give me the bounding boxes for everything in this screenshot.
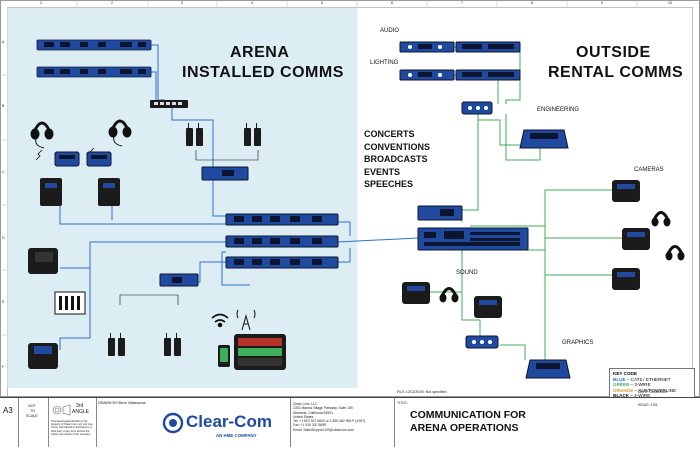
col-label: 2 — [111, 1, 113, 5]
ethernet-lines — [59, 44, 419, 350]
event-item: EVENTS — [364, 166, 401, 177]
graphics-splitter — [465, 335, 499, 349]
key-item-black: BLACK – 4-WIRE — [613, 393, 651, 399]
graphics-label: GRAPHICS — [562, 340, 594, 346]
title-block: A3 NOT TO SCALE 3rd ANGLE This drawing/s… — [0, 390, 700, 447]
col-label: 7 — [461, 1, 463, 5]
col-label: 9 — [601, 1, 603, 5]
lighting-label: LIGHTING — [370, 60, 399, 66]
outside-main-frame — [417, 227, 529, 251]
angle-cell: 3rd ANGLE This drawing/specification is … — [48, 398, 97, 447]
scale-cell: NOT TO SCALE — [18, 398, 49, 447]
outside-title-line2: RENTAL COMMS — [548, 64, 684, 81]
title-cell: FILE LOCATION: Not specified TITLE: COMM… — [397, 390, 668, 434]
outside-title-line1: OUTSIDE — [576, 44, 651, 61]
camera-beltpack-1 — [612, 180, 640, 202]
key-item-orange: ORANGE – XLR/POWERLINE — [613, 387, 677, 393]
event-item: SPEECHES — [364, 179, 414, 189]
arena-title-line2: INSTALLED COMMS — [182, 64, 344, 81]
camera-beltpack-2 — [622, 228, 650, 250]
rack-frame-2 — [36, 66, 152, 78]
charger-2 — [86, 151, 112, 167]
row-label: C — [2, 170, 5, 174]
brand-name: Clear-Com — [186, 412, 272, 431]
col-label: 1 — [40, 1, 42, 5]
rack-frame-1 — [36, 39, 152, 51]
key-item-green: GREEN – 2-WIRE — [613, 382, 651, 388]
address-cell: Clear-Com, LLC 1301 Marina Village Parkw… — [290, 398, 395, 447]
key-code-box: KEY CODE BLUE – CAT5 / ETHERNET GREEN – … — [609, 368, 695, 400]
smartphone — [218, 345, 230, 367]
brand-cell: DRAWN BY: Steve Walasavae Clear-Com AN H… — [96, 398, 291, 447]
radios-bottom — [108, 333, 181, 356]
splitter-box — [461, 101, 493, 115]
headset-2 — [108, 119, 132, 147]
antenna-symbol — [236, 309, 256, 331]
headset-1 — [30, 121, 54, 149]
desk-station — [28, 343, 58, 369]
drawing-title-line2: ARENA OPERATIONS — [410, 422, 519, 434]
event-item: BROADCASTS — [364, 154, 428, 164]
col-label: 8 — [531, 1, 533, 5]
audio-rack-right — [455, 41, 521, 53]
key-panel — [54, 291, 86, 315]
sound-beltpack-2 — [474, 296, 502, 318]
row-label: F — [2, 365, 5, 369]
desk-phone — [28, 248, 58, 274]
col-label: 5 — [321, 1, 323, 5]
sound-label: SOUND — [456, 270, 478, 276]
main-frame-1 — [225, 213, 339, 226]
engineering-station — [519, 129, 569, 149]
key-item-blue: BLUE – CAT5 / ETHERNET — [613, 376, 671, 382]
cameras-label: CAMERAS — [634, 167, 664, 173]
row-label: D — [2, 236, 5, 240]
transceiver-top — [201, 166, 249, 181]
camera-beltpack-3 — [612, 268, 640, 290]
outside-transceiver — [417, 205, 463, 221]
sound-headset — [439, 287, 459, 303]
brand-tagline: AN HME COMPANY — [216, 433, 257, 438]
engineering-label: ENGINEERING — [537, 107, 580, 113]
graphics-station — [525, 359, 571, 379]
main-frame-3 — [225, 256, 339, 269]
event-item: CONCERTS — [364, 129, 415, 139]
network-switch — [150, 100, 188, 108]
row-label: E — [2, 300, 5, 304]
charger-1 — [54, 151, 80, 167]
col-label: 6 — [391, 1, 393, 5]
main-frame-2 — [225, 235, 339, 248]
tablet — [234, 334, 286, 370]
arena-title-line1: ARENA — [230, 44, 290, 61]
projection-icon — [52, 404, 71, 416]
audio-label: AUDIO — [380, 28, 400, 34]
camera-headset-2 — [665, 245, 685, 261]
row-label: A — [2, 40, 5, 44]
col-label: 3 — [181, 1, 183, 5]
wifi-symbol — [211, 313, 229, 328]
sheet-size-cell: A3 — [0, 398, 19, 447]
lighting-rack — [399, 69, 455, 81]
radios-top — [186, 123, 261, 146]
key-code-title: KEY CODE — [613, 371, 637, 376]
beltpack-2 — [98, 178, 120, 206]
col-label: 4 — [251, 1, 253, 5]
col-label: 10 — [668, 1, 672, 5]
event-item: CONVENTIONS — [364, 141, 431, 152]
event-list: CONCERTS CONVENTIONS BROADCASTS EVENTS S… — [364, 128, 430, 191]
clear-com-logo-icon — [162, 412, 184, 434]
camera-headset-1 — [651, 211, 671, 227]
wire-lines — [119, 150, 259, 305]
lighting-rack-right — [455, 69, 521, 81]
audio-rack — [399, 41, 455, 53]
transceiver-bottom — [159, 273, 199, 287]
row-label: B — [2, 104, 5, 108]
drawing-title-line1: COMMUNICATION FOR — [410, 409, 526, 421]
sound-beltpack-1 — [402, 282, 430, 304]
beltpack-1 — [40, 178, 62, 206]
